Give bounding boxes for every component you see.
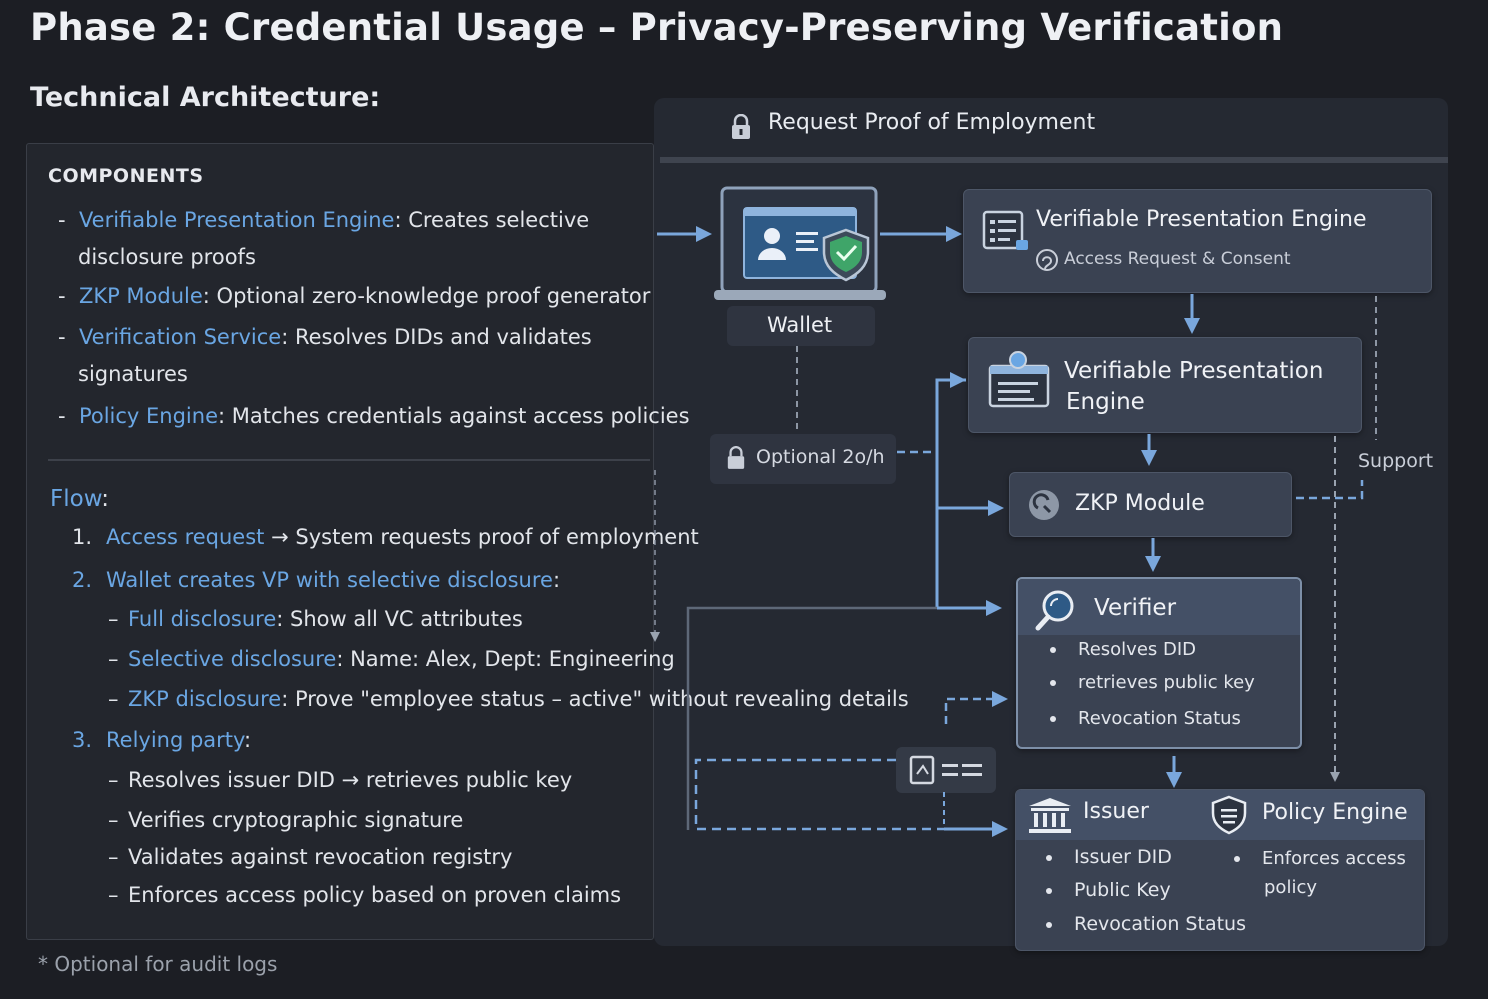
issuer-item: Issuer DID bbox=[1046, 846, 1172, 868]
bank-icon bbox=[1027, 796, 1073, 838]
vpe-consent-title: Verifiable Presentation Engine bbox=[1036, 207, 1367, 232]
browser-icon bbox=[986, 350, 1050, 414]
component-item: - ZKP Module: Optional zero-knowledge pr… bbox=[58, 284, 651, 308]
consent-icon bbox=[1034, 247, 1060, 277]
relying-party-step: –Enforces access policy based on proven … bbox=[108, 883, 622, 907]
vpe-title-line1: Verifiable Presentation bbox=[1064, 358, 1324, 384]
disclosure-zkp: –ZKP disclosure: Prove "employee status … bbox=[108, 687, 909, 711]
policy-item: Enforces access bbox=[1234, 848, 1406, 869]
verifier-item: Revocation Status bbox=[1050, 708, 1241, 729]
verifier-item: Resolves DID bbox=[1050, 639, 1196, 660]
vpe-title-line2: Engine bbox=[1066, 389, 1145, 415]
lock-icon bbox=[730, 113, 752, 144]
relying-party-step: –Resolves issuer DID → retrieves public … bbox=[108, 768, 573, 792]
request-title: Request Proof of Employment bbox=[768, 110, 1096, 135]
component-name: ZKP Module bbox=[78, 284, 203, 308]
policy-title: Policy Engine bbox=[1262, 800, 1408, 825]
dashed-audit-loop bbox=[694, 758, 944, 831]
disclosure-selective: –Selective disclosure: Name: Alex, Dept:… bbox=[108, 647, 675, 671]
flow-heading: Flow: bbox=[50, 486, 109, 512]
connector-arrows bbox=[650, 226, 1377, 837]
dashed-zkp-support bbox=[1296, 480, 1364, 500]
policy-item-cont: policy bbox=[1264, 877, 1317, 898]
issuer-item: Revocation Status bbox=[1046, 913, 1246, 935]
zkp-title: ZKP Module bbox=[1075, 491, 1205, 516]
support-label: Support bbox=[1358, 450, 1434, 472]
zkp-icon bbox=[1027, 488, 1061, 526]
diagram-header-divider bbox=[660, 157, 1448, 163]
component-name: Verifiable Presentation Engine bbox=[78, 208, 395, 232]
vpe-consent-subtitle: Access Request & Consent bbox=[1064, 249, 1291, 269]
flow-step-3: 3.Relying party: bbox=[72, 728, 252, 752]
audit-log-icon bbox=[908, 754, 988, 790]
disclosure-full: –Full disclosure: Show all VC attributes bbox=[108, 607, 523, 631]
magnifier-icon bbox=[1034, 588, 1078, 636]
lock-icon bbox=[726, 446, 746, 474]
relying-party-step: –Verifies cryptographic signature bbox=[108, 808, 464, 832]
section-subtitle: Technical Architecture: bbox=[30, 82, 381, 113]
wallet-label-pill bbox=[727, 306, 875, 346]
relying-party-step: –Validates against revocation registry bbox=[108, 845, 513, 869]
components-heading: COMPONENTS bbox=[48, 165, 204, 187]
flow-step-1: 1.Access request → System requests proof… bbox=[72, 525, 699, 549]
branch-line bbox=[935, 378, 966, 608]
flow-step-2: 2.Wallet creates VP with selective discl… bbox=[72, 568, 561, 592]
component-item: - Verifiable Presentation Engine: Create… bbox=[58, 208, 590, 232]
wallet-icon bbox=[714, 186, 886, 310]
components-panel bbox=[26, 143, 654, 940]
issuer-item: Public Key bbox=[1046, 879, 1171, 901]
component-desc-cont: signatures bbox=[78, 362, 188, 386]
verifier-item: retrieves public key bbox=[1050, 672, 1255, 693]
component-name: Policy Engine bbox=[78, 404, 218, 428]
optional-label: Optional 2o/h bbox=[756, 446, 885, 468]
line-from-left bbox=[686, 606, 937, 830]
component-item: - Policy Engine: Matches credentials aga… bbox=[58, 404, 690, 428]
document-icon bbox=[982, 210, 1030, 258]
shield-icon bbox=[1210, 795, 1248, 839]
audit-log-pill bbox=[896, 747, 996, 793]
vpe-consent-box bbox=[963, 189, 1432, 293]
dashed-zkp-verifier bbox=[944, 691, 1008, 724]
issuer-title: Issuer bbox=[1083, 799, 1149, 824]
page-title: Phase 2: Credential Usage – Privacy-Pres… bbox=[30, 6, 1284, 49]
footnote: * Optional for audit logs bbox=[38, 952, 278, 976]
verifier-title: Verifier bbox=[1094, 595, 1177, 621]
component-item: - Verification Service: Resolves DIDs an… bbox=[58, 325, 592, 349]
component-desc-cont: disclosure proofs bbox=[78, 245, 256, 269]
panel-divider bbox=[48, 459, 650, 461]
wallet-label: Wallet bbox=[767, 313, 833, 337]
component-name: Verification Service bbox=[78, 325, 282, 349]
